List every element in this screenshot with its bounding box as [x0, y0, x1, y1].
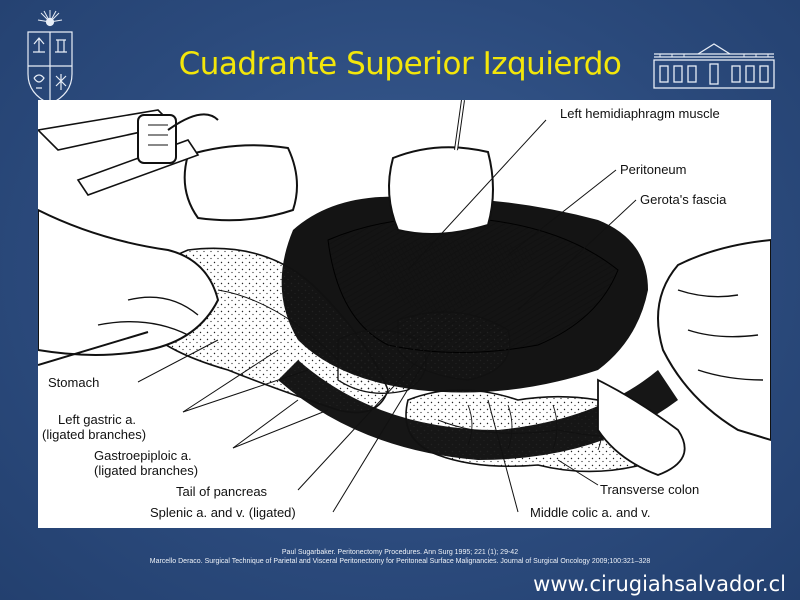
label-transverse-colon: Transverse colon: [600, 482, 700, 497]
label-gastroepiploic: Gastroepiploic a.: [94, 448, 192, 463]
label-middle-colic: Middle colic a. and v.: [530, 505, 651, 520]
label-peritoneum: Peritoneum: [620, 162, 687, 177]
label-left-gastric: Left gastric a.: [58, 412, 137, 427]
citation-deraco: Marcello Deraco. Surgical Technique of P…: [149, 558, 651, 565]
website-url: www.cirugiahsalvador.cl: [533, 572, 786, 596]
surgical-illustration: Left hemidiaphragm muscle Peritoneum Ger…: [38, 100, 771, 528]
slide-title: Cuadrante Superior Izquierdo: [178, 46, 622, 82]
label-gastroepiploic-ligated: (ligated branches): [94, 463, 199, 478]
citation-sugarbaker: Paul Sugarbaker. Peritonectomy Procedure…: [281, 549, 519, 556]
label-splenic: Splenic a. and v. (ligated): [150, 505, 296, 520]
label-tail-of-pancreas: Tail of pancreas: [176, 484, 268, 499]
label-stomach: Stomach: [48, 375, 100, 390]
illustration-drawing: [38, 100, 771, 513]
label-left-hemidiaphragm: Left hemidiaphragm muscle: [560, 106, 720, 121]
label-left-gastric-ligated: (ligated branches): [42, 427, 147, 442]
label-gerotas-fascia: Gerota's fascia: [640, 192, 727, 207]
hospital-building-icon: [653, 43, 775, 89]
